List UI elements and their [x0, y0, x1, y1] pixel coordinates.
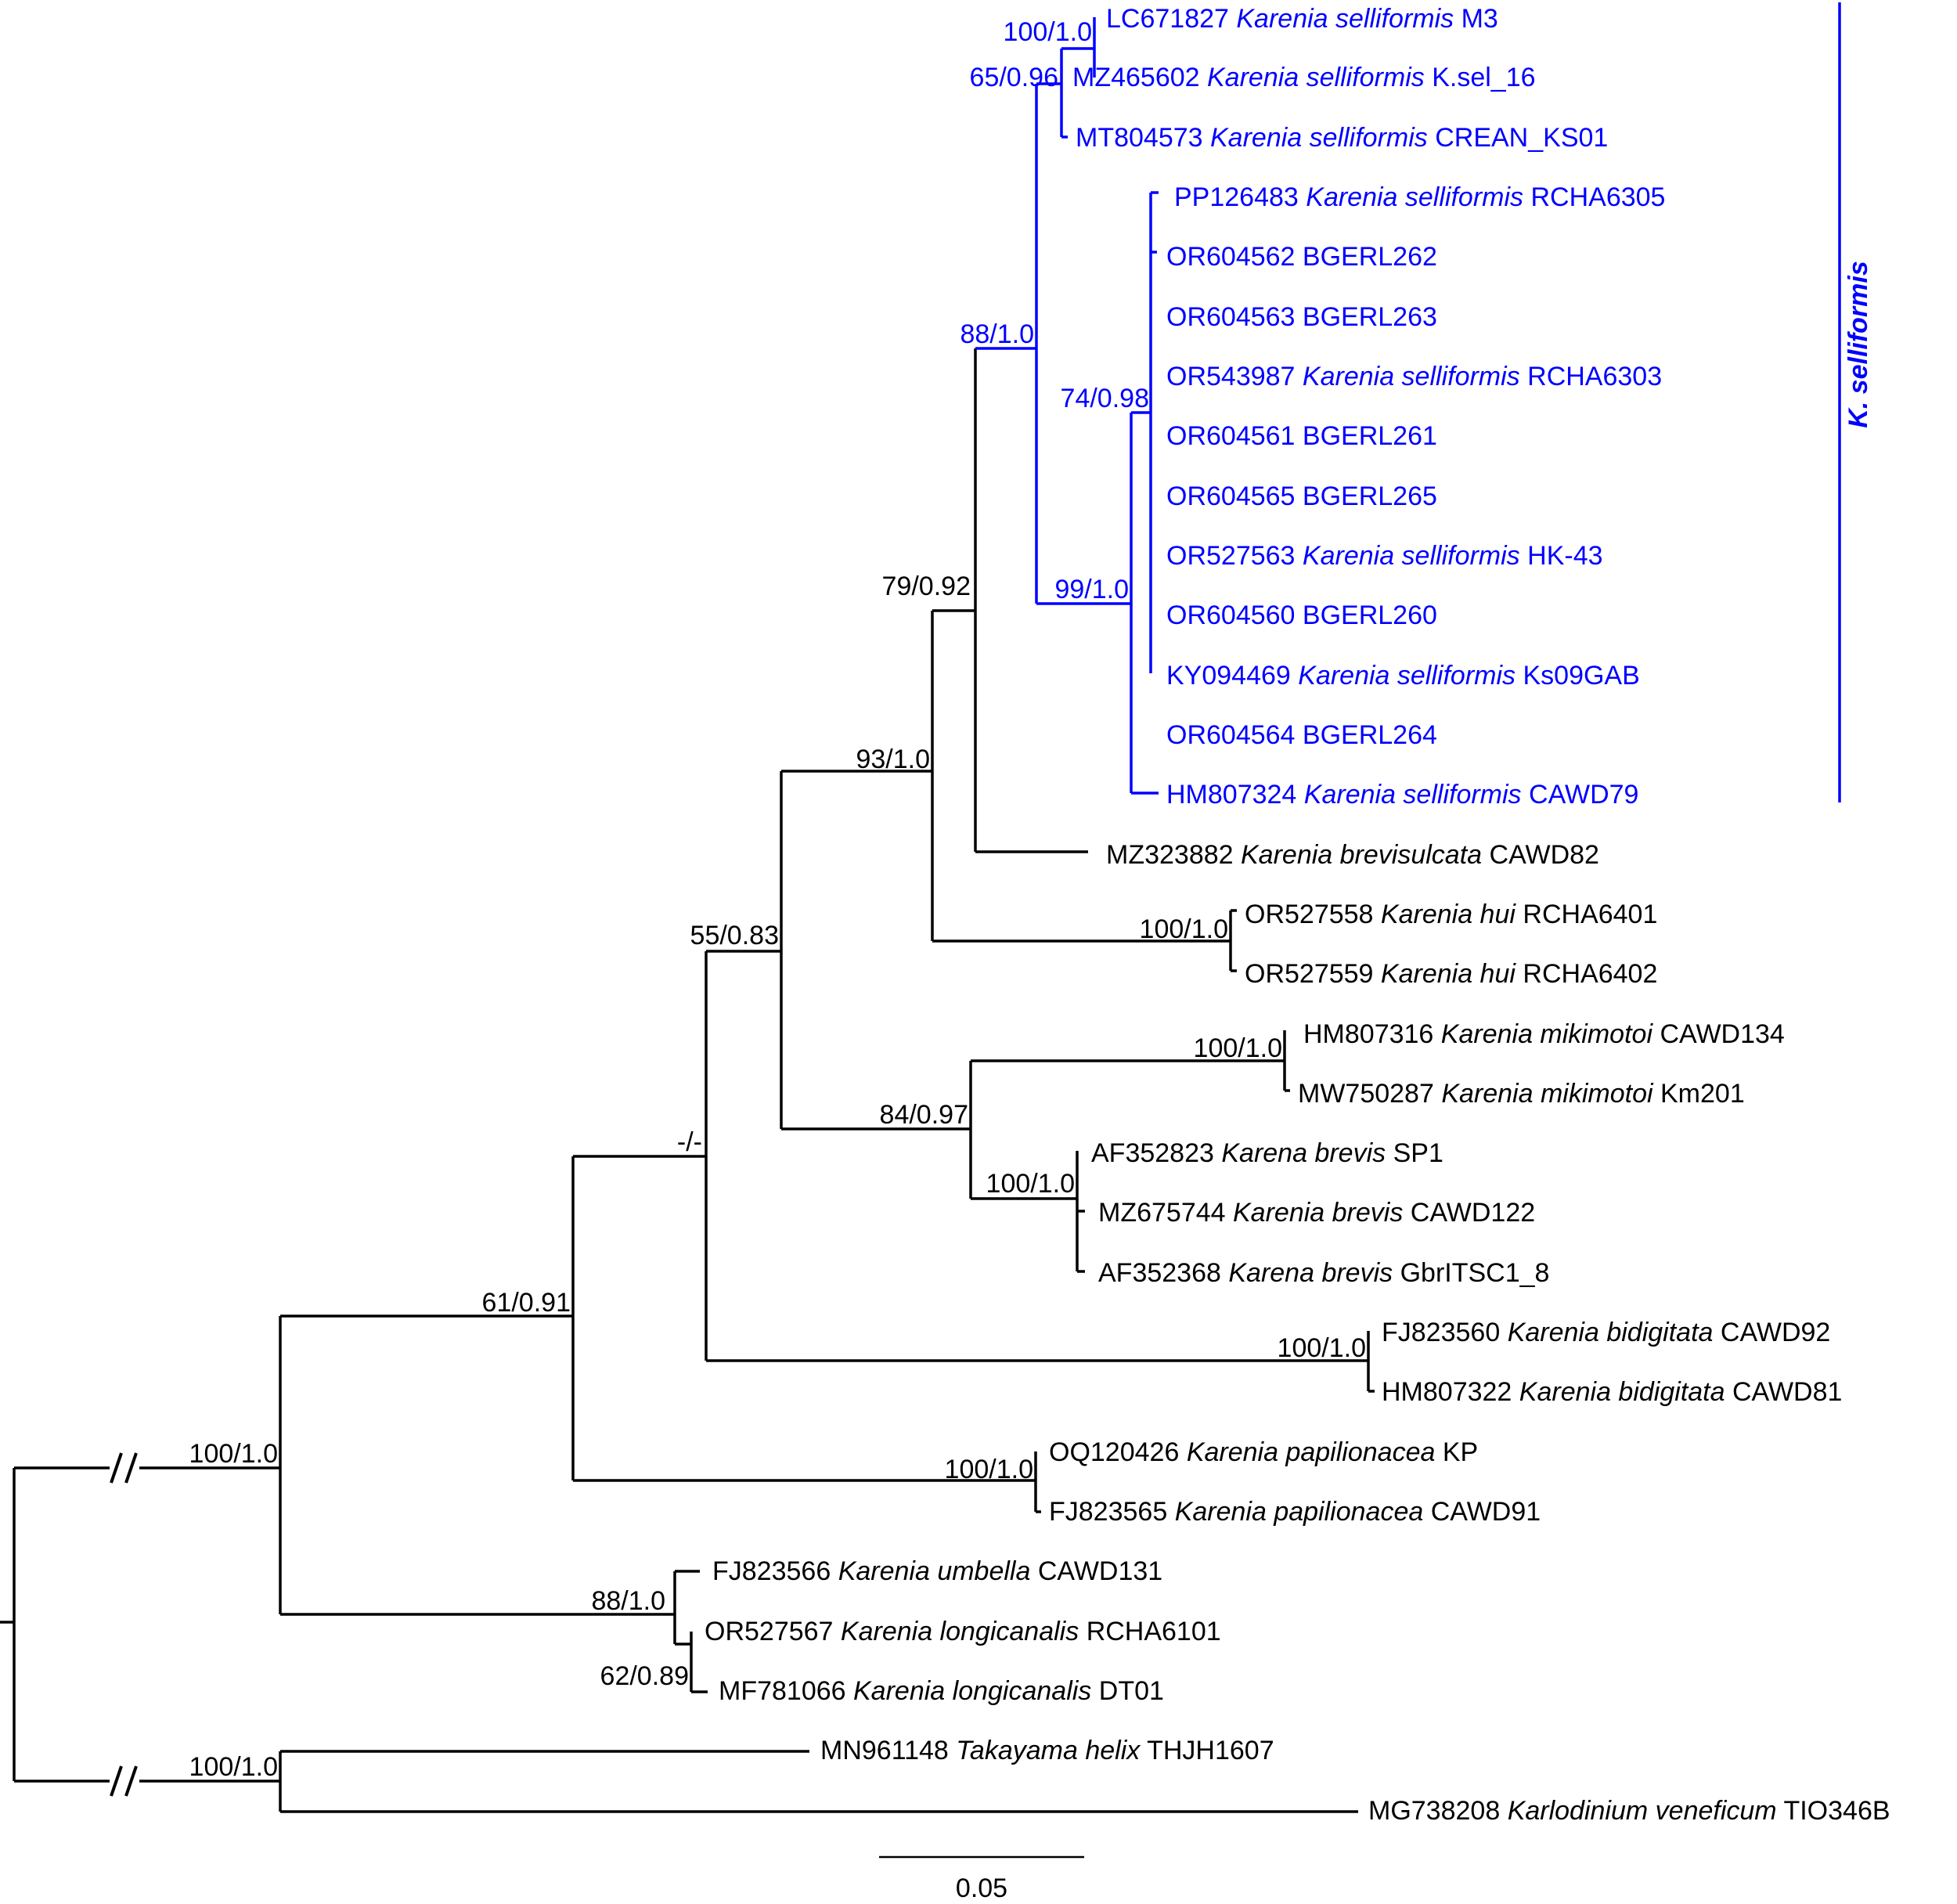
taxon-label: OR604560 BGERL260	[1166, 600, 1437, 630]
support-value: 55/0.83	[690, 921, 779, 950]
support-value: 99/1.0	[1054, 575, 1129, 604]
support-value: 100/1.0	[189, 1439, 278, 1469]
support-value: 65/0.96	[970, 63, 1058, 92]
taxon-label: OR604565 BGERL265	[1166, 481, 1437, 511]
taxon-labels: LC671827 Karenia selliformis M3 MZ465602…	[705, 4, 1890, 1826]
taxon-label: OQ120426 Karenia papilionacea KP	[1049, 1437, 1478, 1467]
taxon-label: FJ823566 Karenia umbella CAWD131	[712, 1556, 1162, 1586]
support-value: -/-	[677, 1127, 702, 1157]
taxon-label: OR604561 BGERL261	[1166, 421, 1437, 451]
scale-bar: 0.05	[879, 1855, 1084, 1903]
support-value: 100/1.0	[1194, 1033, 1282, 1063]
taxon-label: MZ465602 Karenia selliformis K.sel_16	[1072, 63, 1536, 92]
taxon-label: MZ323882 Karenia brevisulcata CAWD82	[1106, 840, 1599, 870]
taxon-label: MW750287 Karenia mikimotoi Km201	[1298, 1079, 1745, 1109]
taxon-label: OR527563 Karenia selliformis HK-43	[1166, 541, 1603, 571]
support-value: 100/1.0	[1004, 17, 1092, 47]
taxon-label: MG738208 Karlodinium veneficum TIO346B	[1368, 1796, 1890, 1826]
support-value: 62/0.89	[600, 1661, 689, 1691]
tree-branches-black	[0, 348, 1375, 1813]
taxon-label: MZ675744 Karenia brevis CAWD122	[1098, 1198, 1535, 1228]
taxon-label: OR527567 Karenia longicanalis RCHA6101	[705, 1617, 1221, 1646]
support-value: 74/0.98	[1061, 384, 1149, 413]
taxon-label: MF781066 Karenia longicanalis DT01	[719, 1676, 1164, 1706]
support-value: 61/0.91	[482, 1288, 571, 1318]
support-value: 100/1.0	[945, 1455, 1033, 1484]
taxon-label: HM807322 Karenia bidigitata CAWD81	[1382, 1377, 1842, 1407]
taxon-label: LC671827 Karenia selliformis M3	[1106, 4, 1498, 34]
taxon-label: HM807324 Karenia selliformis CAWD79	[1166, 780, 1638, 810]
support-value: 100/1.0	[986, 1169, 1075, 1199]
support-value: 100/1.0	[189, 1752, 278, 1782]
support-value: 100/1.0	[1140, 914, 1228, 944]
taxon-label: FJ823565 Karenia papilionacea CAWD91	[1049, 1497, 1541, 1527]
tree-branches-blue	[975, 17, 1159, 795]
taxon-label: KY094469 Karenia selliformis Ks09GAB	[1166, 661, 1640, 691]
taxon-label: AF352823 Karena brevis SP1	[1091, 1138, 1443, 1168]
taxon-label: OR604564 BGERL264	[1166, 720, 1437, 750]
clade-label: K. selliformis	[1843, 261, 1873, 428]
taxon-label: OR604562 BGERL262	[1166, 242, 1437, 272]
taxon-label: OR527558 Karenia hui RCHA6401	[1245, 900, 1657, 929]
support-value: 100/1.0	[1278, 1333, 1366, 1363]
support-value: 79/0.92	[882, 572, 971, 601]
taxon-label: AF352368 Karena brevis GbrITSC1_8	[1098, 1258, 1549, 1288]
support-values: 100/1.0 65/0.96 88/1.0 74/0.98 99/1.0 79…	[189, 17, 1366, 1782]
taxon-label: OR527559 Karenia hui RCHA6402	[1245, 959, 1657, 989]
taxon-label: HM807316 Karenia mikimotoi CAWD134	[1303, 1019, 1785, 1049]
support-value: 88/1.0	[960, 319, 1034, 349]
scale-bar-label: 0.05	[956, 1873, 1007, 1903]
support-value: 84/0.97	[880, 1100, 968, 1130]
branch-break-marks	[110, 1452, 138, 1797]
taxon-label: MN961148 Takayama helix THJH1607	[820, 1736, 1274, 1765]
taxon-label: PP126483 Karenia selliformis RCHA6305	[1174, 182, 1665, 212]
taxon-label: OR543987 Karenia selliformis RCHA6303	[1166, 362, 1662, 391]
support-value: 88/1.0	[591, 1586, 665, 1616]
taxon-label: FJ823560 Karenia bidigitata CAWD92	[1382, 1318, 1830, 1347]
taxon-label: OR604563 BGERL263	[1166, 302, 1437, 332]
support-value: 93/1.0	[856, 745, 930, 774]
taxon-label: MT804573 Karenia selliformis CREAN_KS01	[1076, 123, 1608, 153]
